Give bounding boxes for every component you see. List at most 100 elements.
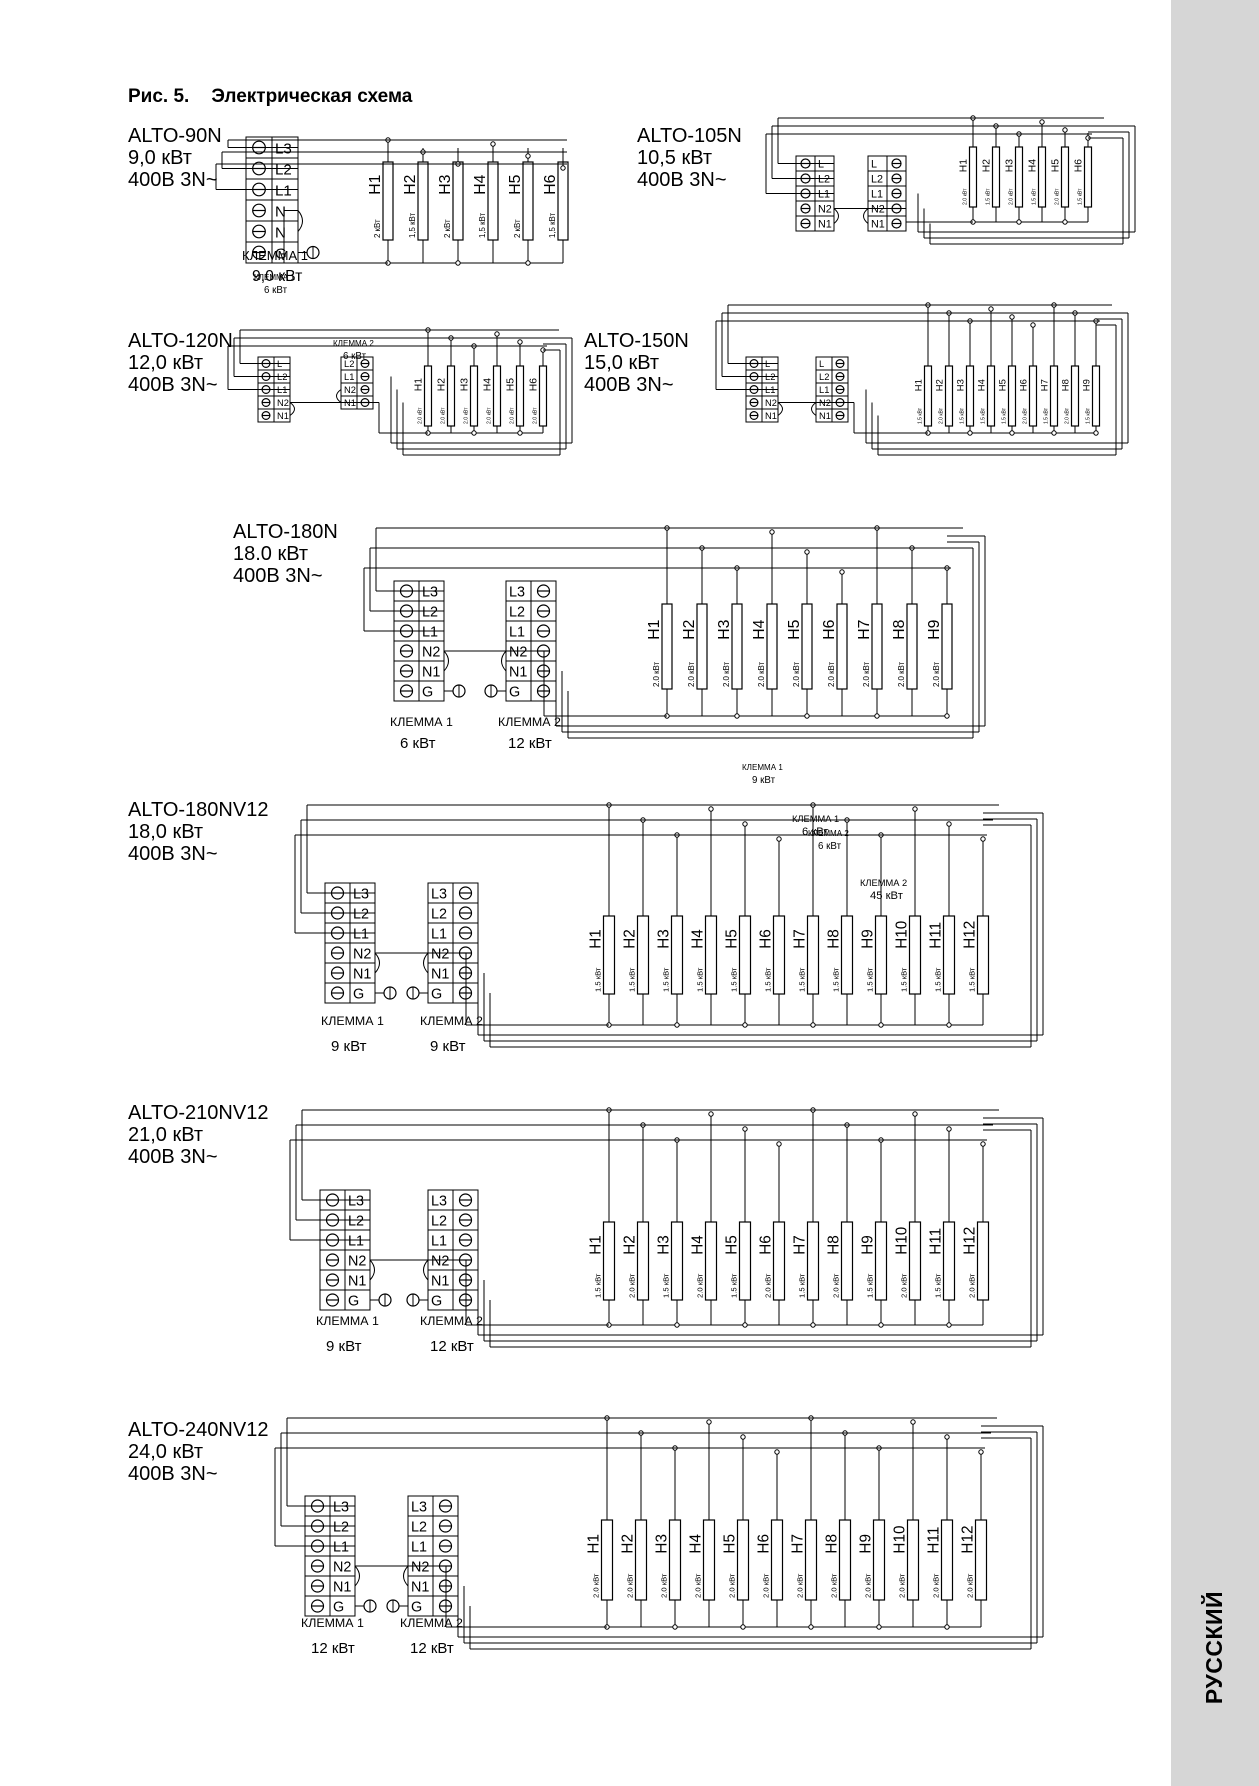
heater-label: H4 bbox=[690, 929, 707, 949]
heater-element bbox=[636, 915, 650, 995]
heater-label: H5 bbox=[724, 1235, 741, 1255]
junction-dot bbox=[776, 1141, 782, 1147]
heater-label: H10 bbox=[894, 1227, 911, 1255]
junction-dot bbox=[525, 153, 531, 159]
heater-rating: 2.0 кВт bbox=[932, 661, 941, 687]
heater-label: H5 bbox=[998, 379, 1009, 391]
heater-element bbox=[968, 146, 978, 208]
heater-rating: 2.0 кВт bbox=[864, 1573, 873, 1598]
junction-dot bbox=[708, 1111, 714, 1117]
heater-element bbox=[940, 1519, 954, 1601]
junction-dot bbox=[1009, 430, 1015, 436]
neutral-bridge bbox=[423, 1259, 429, 1281]
terminal-label: N2 bbox=[765, 398, 777, 408]
terminal-label: G bbox=[333, 1600, 344, 1616]
junction-dot bbox=[471, 430, 477, 436]
terminal-label: L2 bbox=[431, 907, 447, 923]
terminal-label: L2 bbox=[353, 907, 369, 923]
terminal-label: N1 bbox=[411, 1580, 429, 1596]
heater-rating: 1.5 кВт bbox=[832, 967, 841, 992]
heater-element bbox=[874, 1221, 888, 1301]
terminal-block-rating: 6 кВт bbox=[818, 841, 842, 852]
heater-rating: 2.0 кВт bbox=[728, 1573, 737, 1598]
terminal-block-caption: КЛЕММА 1 bbox=[254, 273, 295, 282]
junction-dot bbox=[912, 806, 918, 812]
terminal-block-rating: 12 кВт bbox=[311, 1640, 355, 1657]
heater-rating: 2.0 кВт bbox=[757, 661, 766, 687]
heater-label: H2 bbox=[935, 379, 946, 391]
heater-label: H11 bbox=[926, 1527, 943, 1554]
heater-element bbox=[423, 365, 433, 427]
junction-dot bbox=[808, 1624, 814, 1630]
junction-dot bbox=[740, 1624, 746, 1630]
terminal-block-caption: КЛЕММА 1 bbox=[316, 1314, 379, 1328]
heater-element bbox=[469, 365, 479, 427]
junction-dot bbox=[944, 1624, 950, 1630]
heater-label: H4 bbox=[483, 378, 494, 391]
scheme-power: 24,0 кВт bbox=[128, 1441, 203, 1463]
terminal-label: L2 bbox=[819, 372, 829, 382]
heater-element bbox=[976, 915, 990, 995]
junction-dot bbox=[525, 260, 531, 266]
terminal-label: L1 bbox=[765, 385, 775, 395]
junction-dot bbox=[912, 1111, 918, 1117]
terminal-block-caption: КЛЕММА 2 bbox=[420, 1014, 483, 1028]
heater-rating: 1.5 кВт bbox=[960, 407, 966, 424]
junction-dot bbox=[810, 1022, 816, 1028]
heater-element bbox=[670, 915, 684, 995]
heater-rating: 2.0 кВт bbox=[830, 1573, 839, 1598]
terminal-label: L3 bbox=[333, 1500, 349, 1516]
heater-element bbox=[908, 1221, 922, 1301]
heater-label: H2 bbox=[622, 1235, 639, 1255]
heater-label: H3 bbox=[956, 379, 967, 391]
heater-element bbox=[738, 1221, 752, 1301]
heater-element bbox=[806, 1221, 820, 1301]
junction-dot bbox=[674, 1022, 680, 1028]
heater-label: H9 bbox=[926, 619, 943, 639]
terminal-label: G bbox=[431, 1294, 442, 1310]
junction-dot bbox=[560, 165, 566, 171]
wiring bbox=[274, 1415, 1044, 1650]
heater-rating: 1.5 кВт bbox=[594, 1273, 603, 1298]
junction-dot bbox=[874, 713, 880, 719]
scheme-power: 18,0 кВт bbox=[128, 821, 203, 843]
heater-label: H4 bbox=[1028, 159, 1039, 172]
terminal-block-caption: КЛЕММА 1 bbox=[301, 1616, 364, 1630]
scheme-supply: 400В 3N~ bbox=[233, 565, 323, 587]
heater-rating: 2.0 кВт bbox=[592, 1573, 601, 1598]
heater-element bbox=[704, 915, 718, 995]
junction-dot bbox=[740, 1434, 746, 1440]
terminal-label: L3 bbox=[353, 887, 369, 903]
scheme-supply: 400В 3N~ bbox=[584, 374, 674, 396]
junction-dot bbox=[1039, 119, 1045, 125]
heater-rating: 1.5 кВт bbox=[696, 967, 705, 992]
heater-label: H2 bbox=[681, 620, 698, 640]
terminal-block-rating: 12 кВт bbox=[508, 735, 552, 752]
heater-rating: 1.5 кВт bbox=[628, 967, 637, 992]
neutral-bridge bbox=[369, 1259, 375, 1281]
heater-rating: 2 кВт bbox=[443, 219, 452, 238]
heater-label: H4 bbox=[472, 174, 489, 194]
terminal-label: L bbox=[818, 159, 824, 171]
terminal-label: L1 bbox=[348, 1234, 364, 1250]
heater-rating: 1.5 кВт bbox=[662, 1273, 671, 1298]
heater-element bbox=[965, 365, 975, 427]
terminal-label: L bbox=[871, 159, 877, 171]
junction-dot bbox=[804, 549, 810, 555]
junction-dot bbox=[967, 430, 973, 436]
junction-dot bbox=[946, 1322, 952, 1328]
junction-dot bbox=[878, 1022, 884, 1028]
neutral-bridge bbox=[289, 402, 295, 416]
terminal-label: N1 bbox=[818, 219, 832, 231]
heater-label: H7 bbox=[790, 1534, 807, 1554]
heater-element bbox=[942, 1221, 956, 1301]
terminal-block-rating: 9,0 кВт bbox=[252, 268, 302, 285]
terminal-block-caption: КЛЕММА 2 bbox=[400, 1616, 463, 1630]
